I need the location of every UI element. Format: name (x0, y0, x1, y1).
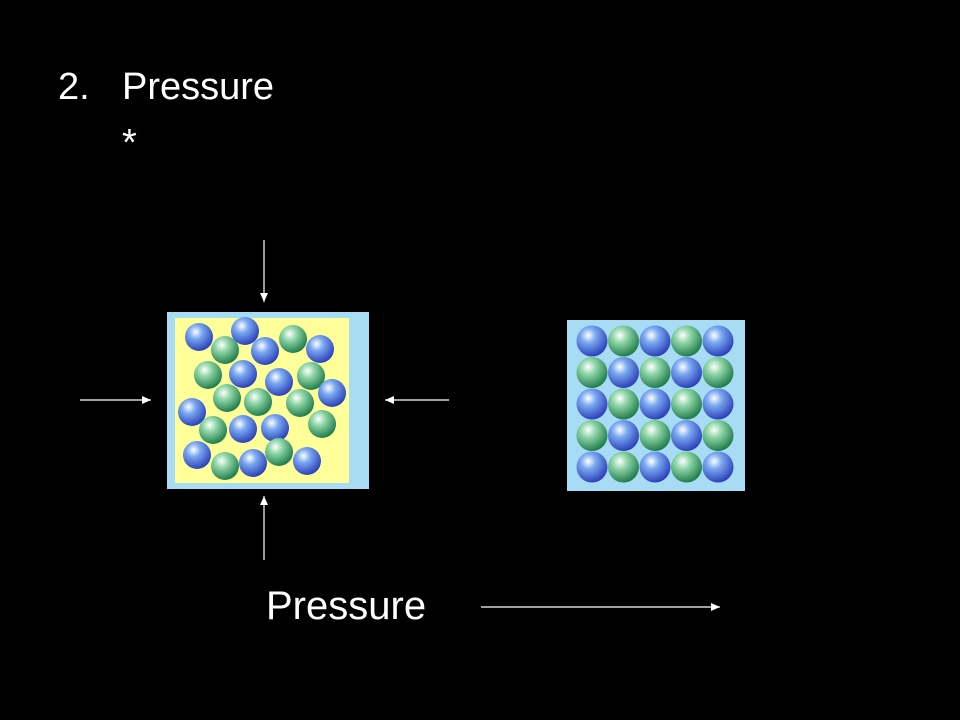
particle-green (279, 325, 307, 353)
particle-green (199, 416, 227, 444)
particle-blue (229, 415, 257, 443)
particle-green (265, 438, 293, 466)
particle-blue (702, 325, 734, 357)
particle-green (639, 420, 671, 451)
particle-blue (185, 323, 213, 351)
pressure-label: Pressure (266, 584, 427, 628)
particle-blue (229, 360, 257, 388)
particle-blue (239, 449, 267, 477)
particle-blue (251, 337, 279, 365)
particle-blue (265, 368, 293, 396)
particle-blue (639, 388, 671, 420)
particle-blue (231, 317, 259, 345)
packed-particle-box (567, 320, 745, 491)
particle-green (671, 451, 702, 483)
particle-blue (608, 357, 639, 388)
particle-blue (671, 357, 702, 388)
particle-green (576, 420, 608, 451)
particle-green (286, 389, 314, 417)
particle-green (576, 357, 608, 388)
particle-green (244, 388, 272, 416)
particle-green (608, 388, 639, 420)
particle-blue (639, 325, 671, 357)
bullet-asterisk: * (122, 122, 137, 164)
particle-blue (318, 379, 346, 407)
particle-green (213, 384, 241, 412)
particle-green (211, 452, 239, 480)
particle-green (297, 362, 325, 390)
particle-blue (576, 451, 608, 483)
particle-green (608, 325, 639, 357)
particle-green (211, 336, 239, 364)
particle-green (639, 357, 671, 388)
particle-blue (608, 420, 639, 451)
loose-particle-box (167, 312, 369, 489)
particle-blue (261, 414, 289, 442)
particle-blue (576, 388, 608, 420)
particle-blue (702, 451, 734, 483)
particle-green (308, 410, 336, 438)
slide-title: Pressure (122, 66, 275, 108)
particle-green (702, 420, 734, 451)
particle-green (671, 325, 702, 357)
particle-blue (293, 447, 321, 475)
particle-green (194, 361, 222, 389)
particle-blue (639, 451, 671, 483)
list-number: 2. (58, 66, 90, 108)
particle-blue (576, 325, 608, 357)
particle-green (671, 388, 702, 420)
particle-blue (178, 398, 206, 426)
particle-blue (183, 441, 211, 469)
particle-green (608, 451, 639, 483)
particle-blue (306, 335, 334, 363)
particle-green (702, 357, 734, 388)
particle-blue (702, 388, 734, 420)
particle-blue (671, 420, 702, 451)
